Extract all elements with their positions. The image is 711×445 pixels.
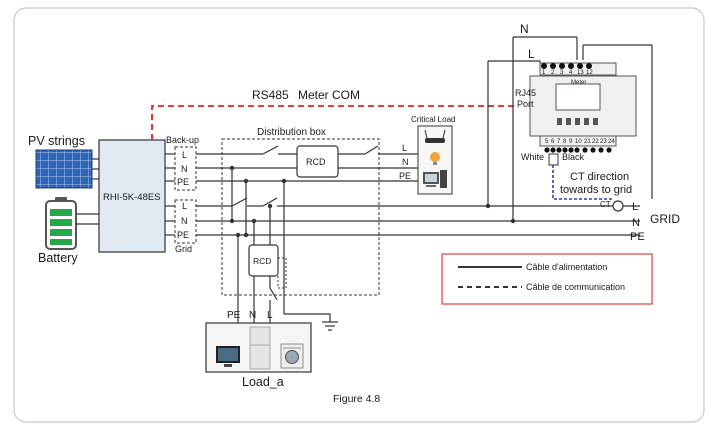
grid-PE-end-label: PE: [630, 231, 645, 243]
svg-text:9: 9: [569, 139, 573, 145]
svg-text:13: 13: [577, 70, 584, 76]
dc-input-wires: [76, 158, 99, 225]
router-icon: [424, 129, 446, 143]
ct-comm-cable: [552, 165, 614, 200]
grid-label: GRID: [650, 212, 680, 226]
distribution-box-label: Distribution box: [257, 127, 326, 138]
backup-PE-label: PE: [177, 177, 189, 187]
meter-N-label: N: [520, 22, 529, 36]
inverter-box: [98, 139, 166, 253]
ct-label: CT: [600, 200, 611, 209]
svg-text:24: 24: [608, 139, 615, 145]
rcd-bottom-trip: [277, 257, 287, 289]
svg-text:22: 22: [592, 139, 599, 145]
backup-label: Back-up: [166, 135, 199, 145]
tv-icon: [216, 346, 240, 367]
svg-text:23: 23: [600, 139, 607, 145]
critical-L-label: L: [402, 143, 407, 153]
computer-icon: [423, 170, 447, 188]
ct-clamp: [612, 200, 624, 212]
meter-label: Meter: [571, 80, 586, 86]
fridge-icon: [249, 326, 271, 370]
inverter-terminal-wires: [165, 153, 175, 236]
backup-N-label: N: [181, 164, 188, 174]
svg-text:6: 6: [551, 139, 555, 145]
meter-L-label: L: [528, 47, 535, 61]
critical-load-label: Critical Load: [411, 115, 455, 124]
svg-text:2: 2: [551, 70, 555, 76]
grid-wires: [196, 36, 653, 331]
wire-junctions: [229, 165, 516, 238]
svg-text:7: 7: [557, 139, 561, 145]
rj45-label: RJ45: [515, 88, 536, 98]
grid-N-end-label: N: [632, 217, 640, 229]
ct-direction-label-2: towards to grid: [560, 184, 632, 196]
ct-black-label: Black: [562, 152, 585, 162]
backup-wires: [196, 145, 418, 182]
load-a-label: Load_a: [242, 375, 284, 389]
svg-text:21: 21: [584, 139, 591, 145]
grid-L-label: L: [182, 201, 187, 211]
meter-com-label: Meter COM: [298, 88, 360, 102]
svg-text:4: 4: [569, 70, 573, 76]
svg-text:12: 12: [586, 70, 593, 76]
light-bulb-icon: [430, 152, 440, 165]
svg-text:1: 1: [542, 70, 546, 76]
legend-power-label: Câble d'alimentation: [526, 262, 607, 272]
svg-text:3: 3: [560, 70, 564, 76]
legend-box: [441, 253, 653, 305]
load-PE-label: PE: [227, 310, 241, 321]
ct-direction-label: CT direction: [570, 171, 629, 183]
meter-display: [555, 83, 601, 111]
grid-N-label: N: [181, 216, 188, 226]
rcd-top-label: RCD: [306, 157, 326, 167]
inverter-model-label: RHI-5K-48ES: [103, 192, 161, 203]
rcd-bottom-label: RCD: [253, 256, 271, 266]
svg-text:10: 10: [575, 139, 582, 145]
critical-N-label: N: [402, 157, 409, 167]
svg-text:5: 5: [545, 139, 549, 145]
battery-icon: [45, 197, 77, 250]
pv-strings-label: PV strings: [28, 134, 85, 148]
load-L-label: L: [267, 310, 273, 321]
legend-comm-label: Câble de communication: [526, 282, 625, 292]
load-N-label: N: [249, 310, 256, 321]
meter-top-terminal-numbers: 1 2 3 4 13 12: [542, 70, 593, 76]
pv-panel-icon: [35, 149, 93, 189]
meter-bottom-terminals: [544, 147, 612, 153]
rs485-label: RS485: [252, 88, 289, 102]
ct-white-label: White: [521, 152, 544, 162]
rs485-comm-cable: [151, 105, 515, 140]
meter-bottom-terminal-numbers: 5 6 7 8 9 10 21 22 23 24: [545, 139, 615, 145]
critical-PE-label: PE: [399, 171, 411, 181]
rj45-port-label: Port: [517, 99, 534, 109]
svg-text:8: 8: [563, 139, 567, 145]
figure-caption: Figure 4.8: [333, 393, 380, 405]
backup-L-label: L: [182, 150, 187, 160]
washing-machine-icon: [280, 343, 304, 369]
distribution-box: [221, 138, 380, 296]
meter-top-terminals: [541, 63, 592, 69]
grid-PE-label: PE: [177, 230, 189, 240]
battery-label: Battery: [38, 251, 78, 265]
grid-L-end-label: L: [632, 201, 638, 213]
grid-port-label: Grid: [175, 244, 192, 254]
rcd-top: [296, 145, 339, 178]
